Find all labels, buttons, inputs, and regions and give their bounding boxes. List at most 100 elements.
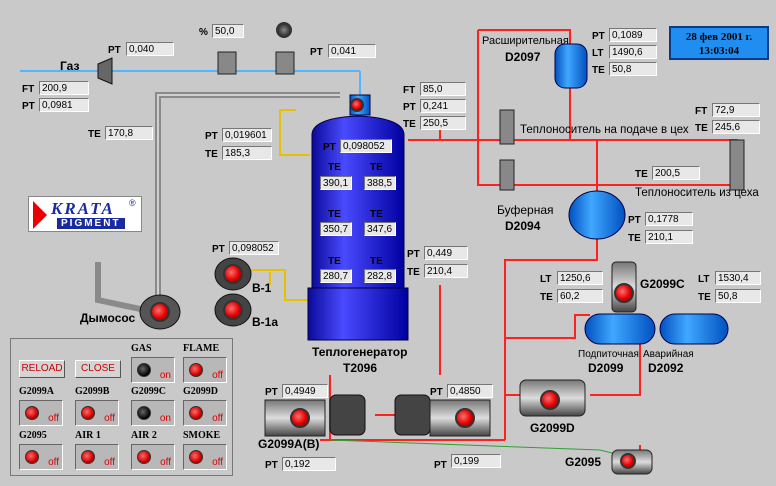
datetime-display: 28 фев 2001 г. 13:03:04 xyxy=(669,26,769,60)
pump-b-gauge-icon[interactable] xyxy=(455,408,475,428)
pump-pt2-value: 0,4850 xyxy=(447,384,493,398)
exp-pt-value: 0,1089 xyxy=(609,28,657,42)
reload-button[interactable]: RELOAD xyxy=(19,360,65,378)
gas-pt-top-value: 0,040 xyxy=(126,42,174,56)
control-panel: RELOAD CLOSE GAS on FLAME off G2099A off… xyxy=(10,338,233,476)
supply-te-value: 245,6 xyxy=(712,120,760,134)
left-te-tag: TE xyxy=(88,129,101,140)
buffer-pt-tag: PT xyxy=(628,215,641,226)
close-button[interactable]: CLOSE xyxy=(75,360,121,378)
left-pt1-value: 0,019601 xyxy=(222,128,272,142)
pump-a-gauge-icon[interactable] xyxy=(290,408,310,428)
boiler-top-te-tag: TE xyxy=(403,119,416,130)
boiler-top-ft-tag: FT xyxy=(403,85,416,96)
boiler-te-value-3: 350,7 xyxy=(320,222,352,236)
switch-g2099a-label: G2099A xyxy=(19,386,54,397)
supply-te-tag: TE xyxy=(695,123,708,134)
feed-te-tag: TE xyxy=(540,292,553,303)
boiler-te-value-5: 280,7 xyxy=(320,269,352,283)
switch-smoke[interactable]: off xyxy=(183,444,227,470)
switch-state: off xyxy=(104,413,115,424)
boiler-top-ft-value: 85,0 xyxy=(420,82,466,96)
fan-b1-gauge-icon[interactable] xyxy=(223,264,243,284)
boiler-te-value-6: 282,8 xyxy=(364,269,396,283)
switch-state: on xyxy=(159,413,171,424)
buffer-te-tag: TE xyxy=(628,233,641,244)
g2099d-gauge-icon[interactable] xyxy=(540,390,560,410)
pump-pt1-value: 0,4949 xyxy=(282,384,328,398)
fan-b1a-gauge-icon[interactable] xyxy=(223,300,243,320)
boiler-te-tag-6: TE xyxy=(370,256,383,267)
tank1-title: Подпиточная xyxy=(578,349,639,360)
gas-gauge-icon xyxy=(276,22,292,38)
led-icon xyxy=(137,406,151,420)
feed-lt2-value: 1530,4 xyxy=(715,271,761,285)
feed-pump-label: G2099C xyxy=(640,277,685,291)
buffer-te-value: 210,1 xyxy=(645,230,693,244)
switch-g2099c-label: G2099C xyxy=(131,386,166,397)
boiler-te-tag-3: TE xyxy=(328,209,341,220)
boiler-out-pt-tag: PT xyxy=(407,249,420,260)
smoke-fan-gauge-icon[interactable] xyxy=(150,302,170,322)
smoke-fan-label: Дымосос xyxy=(80,311,136,325)
switch-state: off xyxy=(212,457,223,468)
boiler-te-value-1: 390,1 xyxy=(320,176,352,190)
switch-g2099b[interactable]: off xyxy=(75,400,119,426)
boiler-title: Теплогенератор xyxy=(312,345,408,359)
left-te-value: 170,8 xyxy=(105,126,153,140)
led-icon xyxy=(189,406,203,420)
tank1-code: D2099 xyxy=(588,361,624,375)
buffer-title: Буферная xyxy=(497,203,554,217)
gas-pt-value: 0,0981 xyxy=(39,98,89,112)
switch-state: off xyxy=(104,457,115,468)
switch-g2099c[interactable]: on xyxy=(131,400,175,426)
switch-gas-label: GAS xyxy=(131,343,152,354)
gas-pt-top-tag: PT xyxy=(108,45,121,56)
pumps-main-label: G2099A(B) xyxy=(258,437,320,451)
led-icon xyxy=(189,363,203,377)
boiler-top-pt-value: 0,241 xyxy=(420,99,466,113)
valve-pct-value[interactable]: 50,0 xyxy=(212,24,244,38)
logo-sub: PIGMENT xyxy=(57,218,125,229)
boiler-top-te-value: 250,5 xyxy=(420,116,466,130)
led-icon xyxy=(81,450,95,464)
switch-air2[interactable]: off xyxy=(131,444,175,470)
tank2-title: Аварийная xyxy=(643,349,694,360)
boiler-top-pt-tag: PT xyxy=(403,102,416,113)
boiler-te-tag-1: TE xyxy=(328,162,341,173)
boiler-te-value-4: 347,6 xyxy=(364,222,396,236)
feed-te2-value: 50,8 xyxy=(715,289,761,303)
tank2-code: D2092 xyxy=(648,361,684,375)
led-icon xyxy=(25,406,39,420)
date-text: 28 фев 2001 г. xyxy=(685,31,753,43)
return-te-tag: TE xyxy=(635,169,648,180)
switch-g2095[interactable]: off xyxy=(19,444,63,470)
pump-in-pt-value: 0,192 xyxy=(282,457,336,471)
boiler-pt-value: 0,098052 xyxy=(340,139,392,153)
switch-gas[interactable]: on xyxy=(131,357,175,383)
gas-ft-value: 200,9 xyxy=(39,81,89,95)
switch-air1[interactable]: off xyxy=(75,444,119,470)
switch-state: off xyxy=(212,413,223,424)
buffer-pt-value: 0,1778 xyxy=(645,212,693,226)
burner-gauge-icon[interactable] xyxy=(350,98,364,112)
fan-b1-label: B-1 xyxy=(252,281,272,295)
switch-flame[interactable]: off xyxy=(183,357,227,383)
feed-pump-gauge-icon[interactable] xyxy=(614,283,634,303)
g2095-gauge-icon[interactable] xyxy=(620,453,636,469)
exp-pt-tag: PT xyxy=(592,31,605,42)
switch-air1-label: AIR 1 xyxy=(75,430,101,441)
pump-out-pt-value: 0,199 xyxy=(451,454,501,468)
led-icon xyxy=(25,450,39,464)
feed-lt-tag: LT xyxy=(540,274,552,285)
switch-g2099a[interactable]: off xyxy=(19,400,63,426)
exp-lt-value: 1490,6 xyxy=(609,45,657,59)
switch-g2099d[interactable]: off xyxy=(183,400,227,426)
return-label: Теплоноситель из цеха xyxy=(635,187,759,199)
buffer-code: D2094 xyxy=(505,219,541,233)
feed-lt-value: 1250,6 xyxy=(557,271,603,285)
krata-logo: KRATA ® PIGMENT xyxy=(28,196,142,232)
boiler-out-te-value: 210,4 xyxy=(424,264,468,278)
